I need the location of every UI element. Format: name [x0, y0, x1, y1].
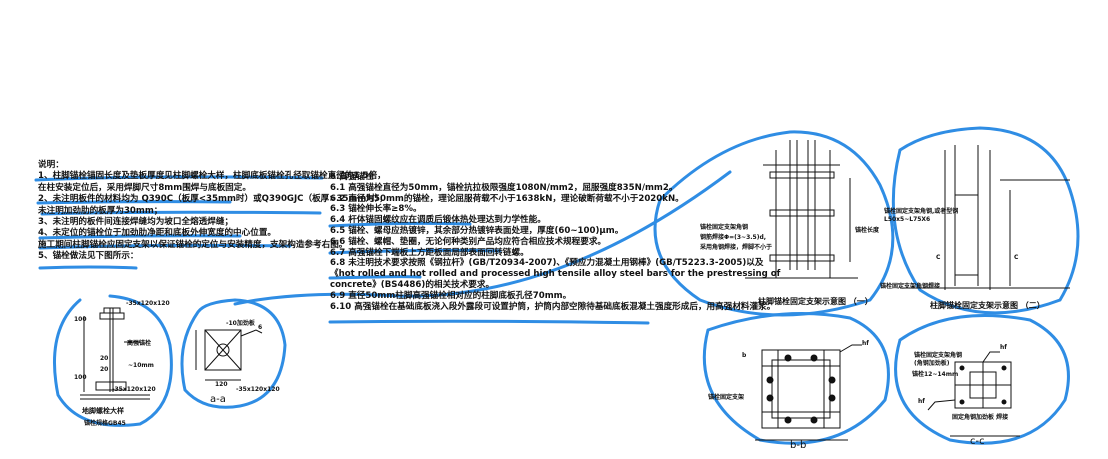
frame1-note1: 锚栓固定支架角钢	[700, 224, 749, 231]
bolt-label-mid: 高强锚栓	[127, 340, 152, 347]
underline-note1	[34, 175, 324, 182]
frame2-note2: L50x5~L75X6	[884, 216, 931, 223]
bb-label-b: b	[742, 352, 747, 359]
aa-caption: a-a	[210, 394, 226, 405]
underline-note2	[36, 200, 232, 205]
section-bb-drawing	[755, 344, 862, 441]
underline-note7	[328, 221, 472, 228]
frame1-note2: 钢筋焊接Φ=(3~3.5)d,	[700, 234, 767, 241]
notes-left: 说明： 1、柱脚锚栓锚固长度及垫板厚度见柱脚螺栓大样，柱脚底板锚栓孔径取锚栓直径…	[38, 160, 388, 263]
frame1-dim-side: 锚栓长度	[855, 227, 880, 234]
underline-note6	[38, 265, 138, 270]
cc-note3: 锚栓12~14mm	[912, 371, 959, 378]
underline-note10	[328, 319, 650, 325]
bolt-dim-20a: 20	[100, 355, 109, 362]
underline-note5	[38, 243, 292, 250]
notes-left-line: 5、锚栓做法见下图所示：	[38, 251, 139, 262]
notes-right-line: 6.5 锚栓、螺母应热镀锌，其余部分热镀锌表面处理，厚度(60~100)μm。	[330, 225, 624, 236]
section-cc-drawing	[927, 351, 1020, 437]
bolt-dim-100b: 100	[74, 374, 87, 381]
bb-note: 锚栓固定支架	[708, 394, 745, 401]
circle-bolt-detail	[52, 294, 173, 427]
aa-plate: -35x120x120	[236, 386, 280, 393]
aa-weld: 6	[258, 324, 263, 331]
notes-left-line: 施工期间柱脚锚栓应固定支架以保证锚栓的定位与安装精度，支架构造参考右图。	[38, 239, 348, 250]
notes-right-line: concrete》(BS4486)的相关技术要求。	[330, 279, 495, 290]
notes-right-line: 6.10 高强锚栓在基础底板浇入段外露段可设置护筒，护筒内部空隙待基础底板混凝土…	[330, 301, 776, 312]
notes-right-line: 6.9 直径50mm柱脚高强锚栓相对应的柱脚底板孔径70mm。	[330, 290, 572, 301]
frame2-bottom-note: 锚栓固定支架角钢焊接	[880, 283, 941, 290]
bolt-dim-20b: 20	[100, 366, 109, 373]
notes-right-line: 6.2 直径为50mm的锚栓，理论屈服荷载不小于1638kN，理论破断荷载不小于…	[330, 193, 684, 204]
frame1-caption: 柱脚锚栓固定支架示意图 （一）	[758, 297, 873, 306]
underline-note3	[40, 210, 322, 216]
notes-left-line: 1、柱脚锚栓锚固长度及垫板厚度见柱脚螺栓大样，柱脚底板锚栓孔径取锚栓直径的1.5…	[38, 171, 386, 182]
cc-caption: c-c	[970, 436, 985, 447]
notes-left-line: 2、未注明板件的材料均为 Q390C（板厚<35mm时）或Q390GJC（板厚>…	[38, 194, 388, 205]
bb-caption: b-b	[790, 440, 807, 451]
blue-annotation-strokes	[34, 126, 1080, 445]
frame2-note1: 锚栓固定支架角钢,或者型钢	[884, 208, 959, 215]
cc-hf1: hf	[1000, 344, 1007, 351]
cc-note4: 固定角钢加劲板 焊接	[952, 414, 1009, 421]
notes-left-line: 3、未注明的板件间连接焊缝均为坡口全熔透焊缝；	[38, 217, 234, 228]
notes-left-title: 说明：	[38, 160, 64, 170]
bolt-dim-100a: 100	[74, 316, 87, 323]
notes-right-title: 6.高强锚栓	[330, 172, 374, 182]
notes-right-line: 6.3 锚栓伸长率≥8%。	[330, 204, 422, 215]
frame2-caption: 柱脚锚栓固定支架示意图 （二）	[930, 301, 1045, 310]
notes-left-line: 4、未定位的锚栓位于加劲肋净距和底板外伸宽度的中心位置。	[38, 228, 277, 239]
frame2-drawing	[900, 145, 1070, 290]
underline-note9	[328, 275, 422, 280]
notes-right-line: 6.4 杆体锚固螺纹应在调质后锻体热处理达到力学性能。	[330, 215, 546, 226]
aa-label-top: -10加劲板	[226, 320, 255, 327]
notes-right-line: 6.7 高强锚栓下端板上方距板面局部表面回转链螺。	[330, 247, 529, 258]
notes-right-line: 《hot rolled and hot rolled and processed…	[330, 269, 781, 280]
bolt-caption: 地脚螺栓大样	[82, 407, 124, 415]
bolt-dim-top: -35x120x120	[126, 300, 170, 307]
plate-aa-drawing	[195, 329, 263, 381]
notes-left-line: 在柱安装定位后，采用焊脚尺寸8mm围焊与底板固定。	[38, 182, 251, 193]
underline-note8	[328, 248, 502, 255]
bolt-dim-bottom: -35x120x120	[112, 386, 156, 393]
notes-right-line: 6.6 锚栓、螺帽、垫圈，无论何种类别产品均应符合相应技术规程要求。	[330, 236, 607, 247]
circle-frame2	[891, 126, 1080, 315]
notes-right-line: 6.1 高强锚栓直径为50mm，锚栓抗拉极限强度1080N/mm2，屈服强度83…	[330, 182, 678, 193]
notes-right-line: 6.8 未注明技术要求按照《钢拉杆》(GB/T20934-2007)、《预应力混…	[330, 258, 764, 269]
cc-note1: 锚栓固定支架角钢	[914, 352, 963, 359]
circle-frame1	[653, 130, 895, 317]
bb-hf: hf	[862, 340, 869, 347]
frame1-drawing	[745, 140, 858, 279]
underline-note4	[38, 234, 242, 240]
bolt-detail-drawing	[80, 307, 150, 400]
frame2-c2: C	[1014, 254, 1019, 261]
frame2-c1: C	[936, 254, 941, 261]
circle-cc	[894, 314, 1070, 445]
circle-bb	[702, 312, 890, 445]
frame1-note3: 采用角钢焊接，焊脚不小于	[700, 244, 773, 251]
aa-dim: 120	[215, 381, 228, 388]
cc-hf2: hf	[918, 398, 925, 405]
connector-stroke	[233, 170, 732, 306]
notes-right: 6.高强锚栓 6.1 高强锚栓直径为50mm，锚栓抗拉极限强度1080N/mm2…	[330, 172, 781, 312]
notes-left-line: 未注明加劲肋的板厚为30mm；	[38, 205, 163, 216]
cc-note2: (角钢加劲板)	[914, 360, 950, 367]
circle-aa	[180, 298, 287, 409]
bolt-dim-10mm: ~10mm	[128, 362, 154, 369]
bolt-sub: 锚栓规格GB45	[84, 420, 126, 427]
